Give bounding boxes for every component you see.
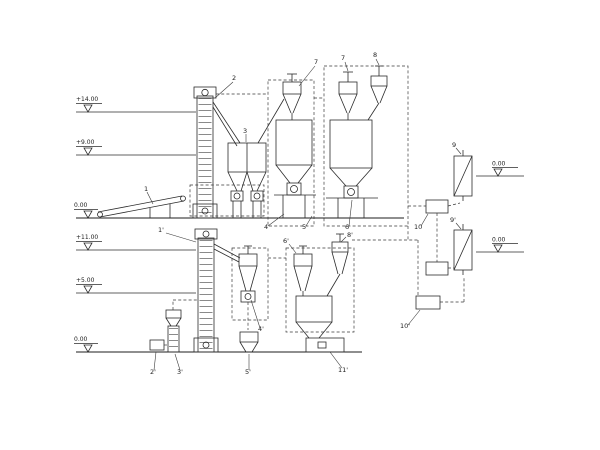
elevation-marker-upper-0: 0.00	[74, 202, 98, 219]
equipment-label: 6'	[283, 237, 289, 245]
equipment-label: 3'	[177, 368, 183, 376]
elevation-marker-upper-14: +14.00	[76, 96, 102, 113]
equipment-label: 4'	[258, 325, 264, 333]
cyclone-small: 8	[367, 51, 388, 121]
mini-elevator: 3'	[165, 299, 197, 376]
equipment-label: 1'	[158, 226, 164, 234]
cyclone-lower-right: 8'	[326, 231, 353, 297]
equipment-label: 2'	[150, 368, 156, 376]
double-outlet-bin: 3	[189, 98, 285, 218]
bin-bottom-left: 2'	[149, 339, 168, 376]
equipment-label: 7	[341, 54, 345, 62]
elevation-label: 0.00	[492, 161, 506, 168]
equipment-label: 5'	[245, 368, 251, 376]
equipment-label: 10	[414, 223, 422, 231]
elevation-marker-right-upper: 0.00	[492, 161, 518, 177]
junction-box-lower: 10'	[352, 226, 465, 330]
bin-b: 5 6	[302, 119, 378, 231]
cyclone-mid: 7	[338, 54, 358, 120]
equipment-label: 9	[452, 141, 456, 149]
elevation-label: 0.00	[74, 336, 88, 343]
equipment-label: 8'	[347, 231, 353, 239]
fan-upper: 9	[452, 141, 473, 201]
elevation-marker-lower-11: +11.00	[76, 234, 102, 251]
equipment-label: 9'	[450, 216, 456, 224]
equipment-label: 3	[243, 127, 247, 135]
aspiration-ducts-upper	[267, 65, 409, 227]
inclined-conveyor: 1	[97, 185, 186, 218]
equipment-label: 5	[302, 223, 306, 231]
equipment-label: 7	[314, 58, 318, 66]
elevation-label: +9.00	[76, 139, 95, 146]
equipment-label: 8	[373, 51, 377, 59]
elevation-marker-right-lower: 0.00	[492, 237, 518, 253]
bottom-device: 5'	[239, 331, 259, 376]
cyclone-left: 7	[282, 58, 318, 120]
packer: 11'	[295, 295, 348, 374]
elevation-label: 0.00	[74, 202, 88, 209]
elevation-label: +11.00	[76, 234, 98, 241]
equipment-label: 1	[144, 185, 148, 193]
bin-a: 4	[264, 119, 316, 231]
equipment-label: 4	[264, 223, 268, 231]
elevation-label: 0.00	[492, 237, 506, 244]
cyclone-lower-left: 6'	[283, 237, 313, 296]
level-lines	[76, 111, 524, 353]
equipment-label: 2	[232, 74, 236, 82]
elevation-label: +5.00	[76, 277, 95, 284]
elevation-marker-lower-0: 0.00	[74, 336, 98, 353]
cyclone-discharge: 4'	[231, 245, 269, 333]
junction-box: 10	[408, 199, 461, 276]
elevation-label: +14.00	[76, 96, 98, 103]
aspiration-ducts-lower	[268, 247, 355, 333]
bucket-elevator-lower: 1'	[158, 226, 241, 353]
equipment-label: 10'	[400, 322, 410, 330]
equipment-label: 11'	[338, 366, 348, 374]
bucket-elevator: 2	[192, 74, 268, 219]
elevation-marker-upper-9: +9.00	[76, 139, 102, 156]
elevation-marker-lower-5: +5.00	[76, 277, 102, 294]
fan-lower: 9'	[450, 216, 473, 275]
equipment-label: 6	[345, 223, 349, 231]
